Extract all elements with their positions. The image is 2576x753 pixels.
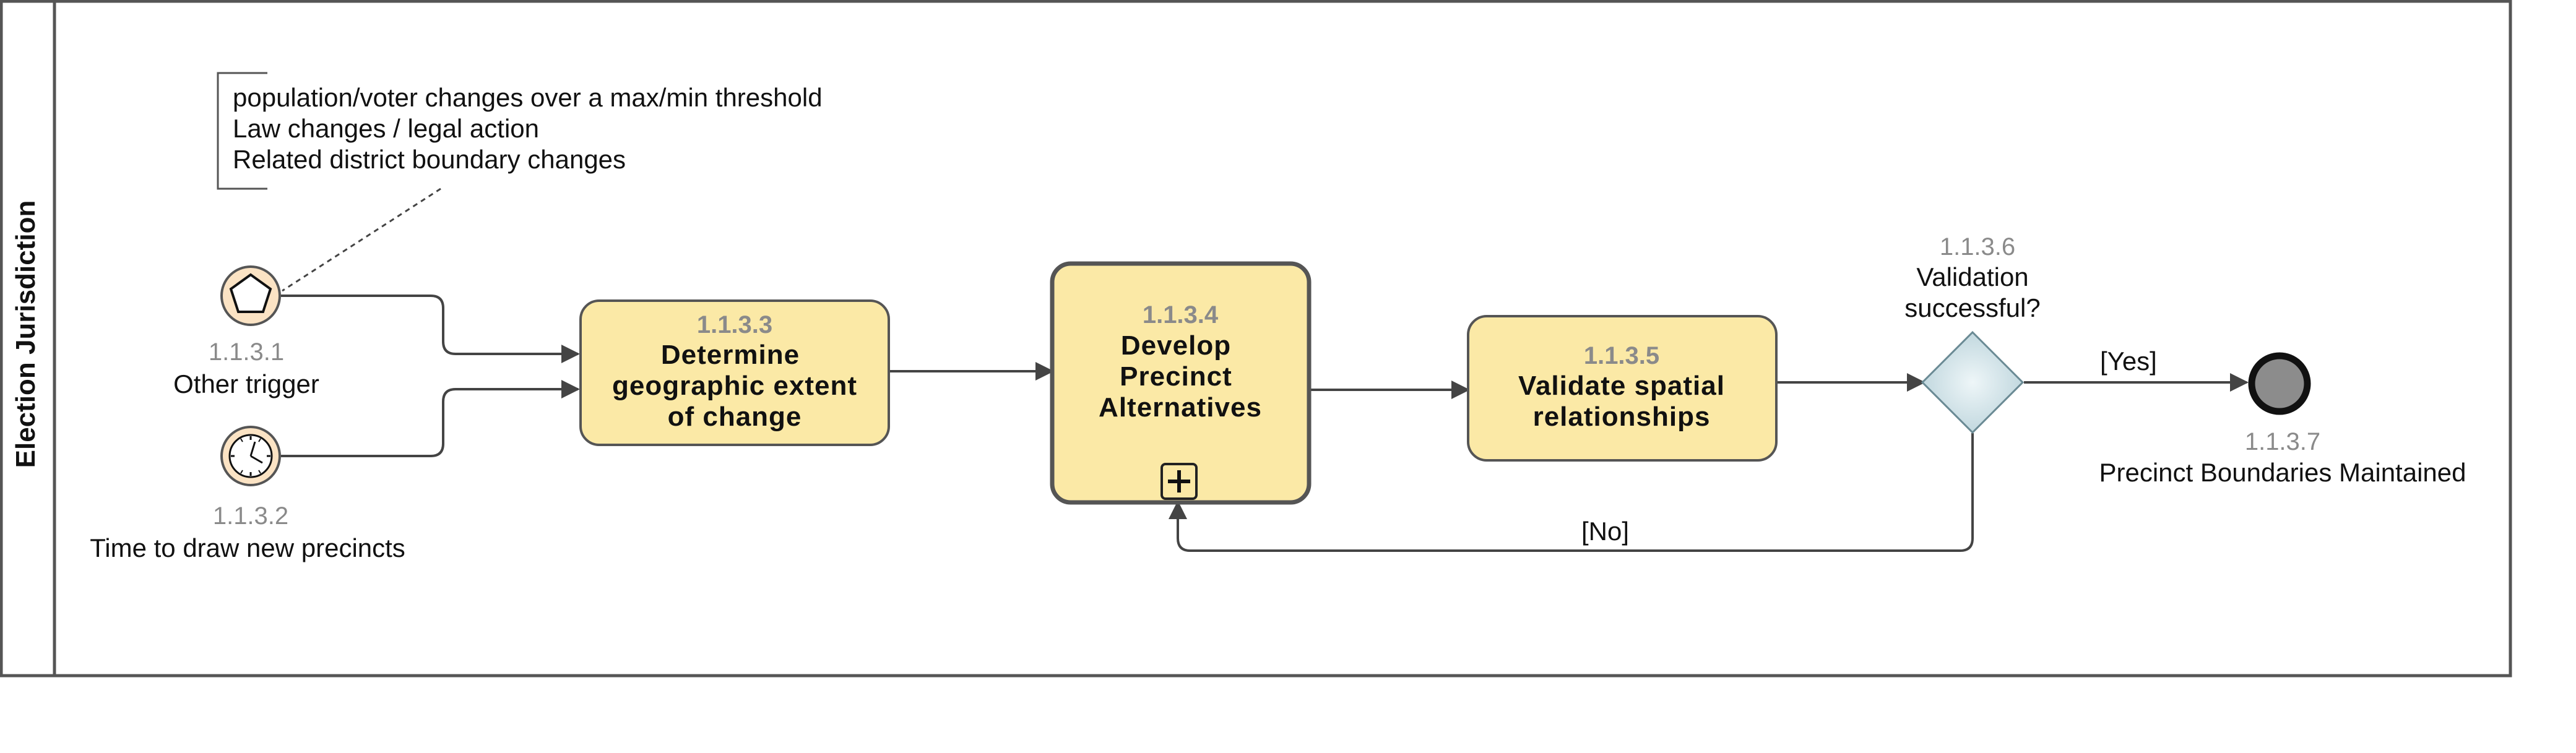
lane-title: Election Jurisdiction: [11, 200, 41, 468]
task-box: [1467, 315, 1778, 462]
flow-other-to-determine: [281, 295, 580, 363]
plus-icon[interactable]: [1160, 463, 1198, 500]
task-box: [579, 299, 890, 446]
subprocess-develop-line-1: Develop: [1121, 330, 1231, 361]
start-event-timer-label: Time to draw new precincts: [90, 533, 405, 562]
subprocess-develop-line-2: Precinct: [1120, 361, 1232, 392]
subprocess-develop-precinct-alternatives[interactable]: 1.1.3.4 Develop Precinct Alternatives: [1050, 261, 1312, 505]
annotation-bracket: [217, 72, 267, 190]
start-event-other-trigger[interactable]: 1.1.3.1 Other trigger: [173, 265, 319, 398]
task-validate-line-2: relationships: [1533, 402, 1711, 432]
gateway-id: 1.1.3.6: [1940, 233, 2015, 260]
flow-timer-to-determine: [281, 380, 580, 457]
flow-no-label: [No]: [1581, 517, 1629, 546]
task-validate-spatial-relationships[interactable]: 1.1.3.5 Validate spatial relationships: [1467, 315, 1778, 462]
end-event-precinct-boundaries[interactable]: 1.1.3.7 Precinct Boundaries Maintained: [2099, 352, 2466, 487]
end-event-circle: [2248, 352, 2311, 415]
task-determine-id: 1.1.3.3: [697, 311, 772, 338]
task-determine-geographic-extent[interactable]: 1.1.3.3 Determine geographic extent of c…: [579, 299, 890, 446]
task-validate-id: 1.1.3.5: [1584, 342, 1659, 369]
annotation-line-2: Law changes / legal action: [233, 114, 539, 143]
flow-gateway-no: [1169, 433, 1974, 552]
end-event-id: 1.1.3.7: [2245, 428, 2320, 455]
pentagon-icon: [229, 273, 272, 313]
gateway-validation[interactable]: 1.1.3.6 Validation successful?: [1904, 233, 2041, 434]
start-event-other-label: Other trigger: [173, 369, 319, 398]
annotation-line-1: population/voter changes over a max/min …: [233, 83, 823, 112]
annotation-line-3: Related district boundary changes: [233, 145, 626, 174]
task-validate-line-1: Validate spatial: [1518, 371, 1725, 401]
task-determine-line-1: Determine: [661, 340, 800, 370]
gateway-label-line-2: successful?: [1904, 293, 2040, 322]
gateway-label-line-1: Validation: [1916, 262, 2028, 291]
subprocess-develop-line-3: Alternatives: [1099, 392, 1262, 423]
start-event-timer[interactable]: 1.1.3.2 Time to draw new precincts: [90, 426, 405, 562]
text-annotation: population/voter changes over a max/min …: [217, 72, 823, 292]
flow-yes-label: [Yes]: [2100, 346, 2157, 376]
start-event-timer-id: 1.1.3.2: [213, 502, 288, 530]
clock-icon: [228, 434, 273, 478]
start-event-other-id: 1.1.3.1: [209, 338, 284, 366]
task-determine-line-2: geographic extent: [612, 371, 857, 401]
annotation-association: [282, 187, 441, 292]
gateway-diamond: [1921, 330, 2025, 434]
subprocess-develop-id: 1.1.3.4: [1143, 301, 1219, 329]
sequence-flows: [Yes] [No]: [281, 295, 2249, 552]
task-determine-line-3: of change: [668, 402, 802, 432]
subprocess-box: [1050, 261, 1312, 505]
end-event-label: Precinct Boundaries Maintained: [2099, 458, 2466, 487]
